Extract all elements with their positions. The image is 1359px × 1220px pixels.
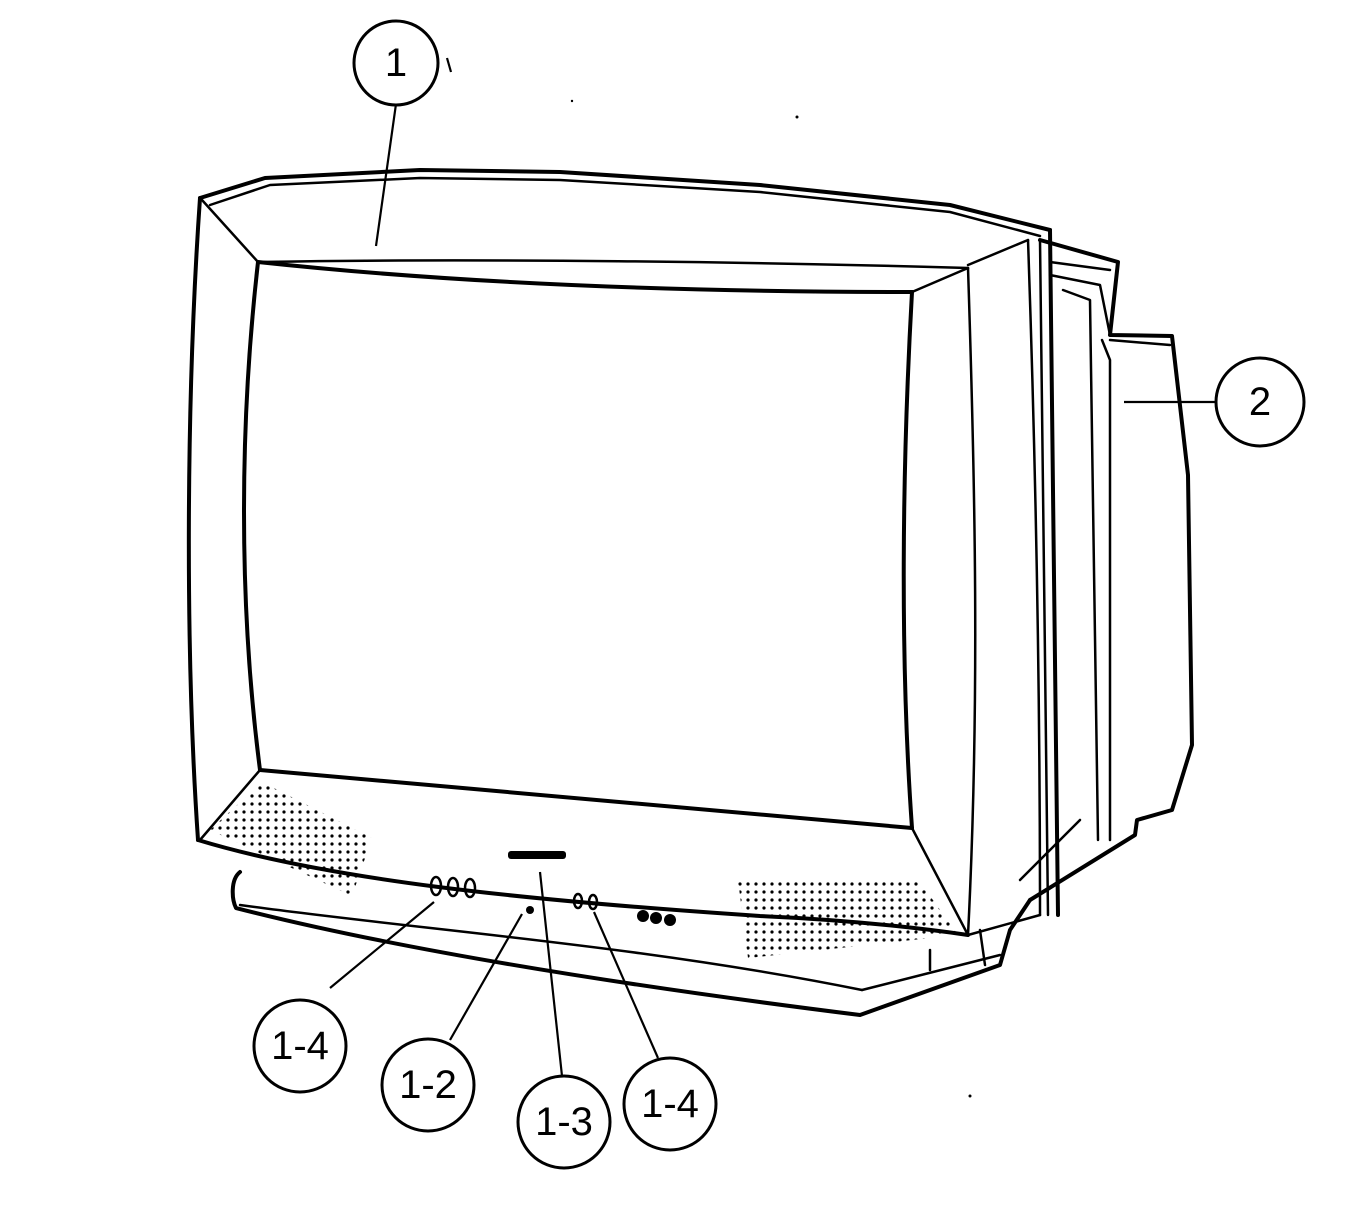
callout-1-3: 1-3	[516, 1074, 612, 1170]
callout-label: 1-3	[535, 1100, 593, 1144]
callout-label: 2	[1249, 380, 1271, 424]
front-jacks	[637, 910, 676, 926]
scan-specks	[570, 99, 972, 1098]
rear-cabinet	[1018, 238, 1194, 902]
front-buttons-right	[572, 892, 599, 911]
callout-label: 1	[385, 41, 407, 85]
power-indicator	[526, 906, 534, 914]
front-buttons-left	[429, 875, 477, 899]
callout-1: 1	[352, 19, 440, 107]
callout-1-4-right: 1-4	[622, 1056, 718, 1152]
leader-lines	[329, 57, 1215, 1077]
callout-2: 2	[1214, 356, 1306, 448]
callout-label: 1-4	[271, 1024, 329, 1068]
left-speaker-grille	[210, 782, 372, 896]
front-cabinet	[186, 168, 1060, 1017]
callout-label: 1-2	[399, 1063, 457, 1107]
callout-1-2: 1-2	[380, 1037, 476, 1133]
right-speaker-grille	[738, 880, 958, 958]
callout-1-4-left: 1-4	[252, 998, 348, 1094]
brand-logo	[508, 851, 566, 859]
callout-label: 1-4	[641, 1082, 699, 1126]
